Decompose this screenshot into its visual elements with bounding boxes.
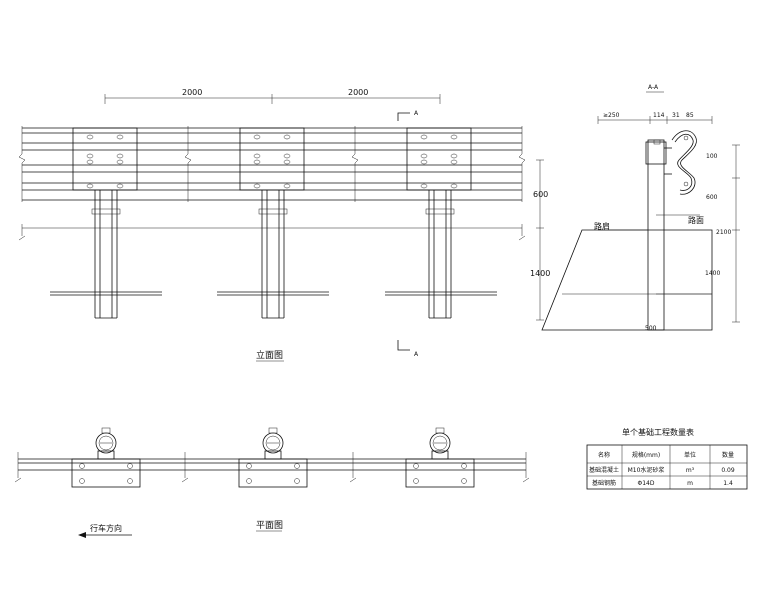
section-mark-top: A (414, 110, 419, 117)
plan-title: 平面图 (256, 520, 283, 531)
bolt-hole (283, 153, 291, 159)
bolt-hole (283, 134, 291, 140)
section-view: A-A ≥250 114 31 85 (541, 84, 740, 332)
dim-2100: 2100 (716, 229, 731, 236)
bolt-hole (86, 134, 94, 140)
dim-600: 600 (706, 194, 718, 201)
bolt-hole (283, 159, 291, 165)
bolt-hole (450, 183, 458, 189)
post-group-2 (239, 127, 305, 319)
label-shoulder: 路肩 (594, 221, 610, 231)
dim-1400: 1400 (705, 270, 720, 277)
dim-114: 114 (653, 112, 665, 119)
bolt-hole (420, 153, 428, 159)
table-header: 名称 (598, 451, 610, 459)
section-title: A-A (648, 84, 659, 91)
bolt-hole (253, 153, 261, 159)
bolt-hole (86, 159, 94, 165)
plan-post (238, 427, 308, 488)
bolt-hole (253, 183, 261, 189)
plan-post (405, 427, 475, 488)
table-cell: 基础钢筋 (592, 479, 616, 487)
table-header: 数量 (722, 451, 734, 459)
table-cell: 基础混凝土 (589, 466, 619, 474)
bolt-hole (420, 183, 428, 189)
plan-posts (71, 427, 475, 488)
bolt-hole (86, 183, 94, 189)
dim-min-250: ≥250 (603, 112, 620, 119)
bolt-hole (253, 134, 261, 140)
bolt-hole (116, 183, 124, 189)
bolt-hole (420, 159, 428, 165)
post-group-1 (72, 127, 138, 319)
label-road: 路面 (688, 215, 704, 225)
bolt-hole (283, 183, 291, 189)
table-cell: m³ (686, 467, 695, 474)
dim-100: 100 (706, 153, 718, 160)
elevation-view: 2000 2000 A (18, 88, 550, 362)
bolt-hole (116, 153, 124, 159)
dim-span-2: 2000 (348, 88, 368, 97)
elevation-title: 立面图 (256, 349, 283, 361)
table-cell: 0.09 (721, 467, 735, 474)
dim-span-1: 2000 (182, 88, 202, 97)
bolt-hole (116, 159, 124, 165)
rail-bolts (86, 134, 458, 189)
bolt-hole (450, 153, 458, 159)
table-header: 单位 (684, 451, 696, 459)
bolt-hole (450, 159, 458, 165)
section-mark-bottom: A (414, 351, 419, 358)
plan-view: 行车方向 平面图 (14, 427, 530, 538)
table-header: 规格(mm) (632, 451, 660, 459)
table-cell: m (687, 480, 693, 487)
dim-31: 31 (672, 112, 680, 119)
direction-label: 行车方向 (90, 523, 122, 533)
table-cell: 1.4 (723, 480, 733, 487)
dim-85: 85 (686, 112, 694, 119)
dim-above-ground: 600 (533, 190, 548, 199)
table-cell: Φ14D (638, 480, 655, 487)
bolt-hole (253, 159, 261, 165)
dim-500: 500 (645, 325, 657, 332)
bolt-hole (116, 134, 124, 140)
bolt-hole (86, 153, 94, 159)
table-cell: M10水泥砂浆 (628, 466, 665, 474)
bolt-hole (450, 134, 458, 140)
table-title: 单个基础工程数量表 (622, 427, 694, 437)
bolt-hole (420, 134, 428, 140)
plan-post (71, 427, 141, 488)
dim-below-ground: 1400 (530, 269, 550, 278)
post-group-3 (406, 127, 472, 319)
